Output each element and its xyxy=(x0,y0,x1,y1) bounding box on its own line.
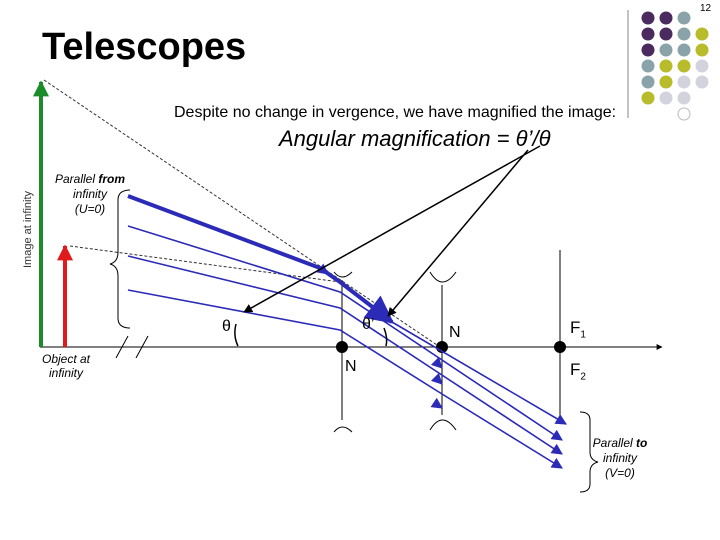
object-at-infinity-label: Object at infinity xyxy=(26,352,106,380)
pointer-theta xyxy=(243,145,541,313)
theta-label: θ xyxy=(222,318,231,335)
axis-break-mark-1 xyxy=(115,335,129,359)
ray-4 xyxy=(127,289,563,469)
angular-magnification-formula: Angular magnification = θ’/θ xyxy=(279,126,551,151)
parallel-to-bold: to xyxy=(636,436,648,450)
ray-1 xyxy=(127,194,395,324)
light-rays xyxy=(127,194,567,469)
bracket-parallel-from xyxy=(109,189,131,329)
slide-subtitle: Despite no change in vergence, we have m… xyxy=(174,104,617,121)
nodal-point-1 xyxy=(336,341,348,353)
decor-dot-grid xyxy=(641,11,709,121)
parallel-from-line2: infinity xyxy=(72,187,107,201)
image-at-infinity-label: Image at infinity xyxy=(22,190,34,268)
object-label-line2: infinity xyxy=(48,366,83,380)
ray-1-continued xyxy=(391,321,567,425)
parallel-from-infinity-label: Parallel from infinity (U=0) xyxy=(50,172,130,217)
page-number: 12 xyxy=(700,3,712,14)
f2-subscript: 2 xyxy=(580,371,586,383)
parallel-from-bold: from xyxy=(98,172,126,186)
object-label-line1: Object at xyxy=(41,352,91,366)
ray-arrow-2 xyxy=(430,356,443,369)
lens-2-top-cap xyxy=(429,271,457,283)
f1-subscript: 1 xyxy=(580,329,586,341)
ray-3 xyxy=(127,255,563,455)
parallel-from-prefix: Parallel xyxy=(54,172,99,186)
f2-letter: F xyxy=(570,360,581,379)
nodal-point-label-upper: N xyxy=(449,324,461,341)
parallel-to-line3: (V=0) xyxy=(605,466,635,480)
ray-2 xyxy=(127,225,563,441)
theta-prime-label: θ’ xyxy=(362,316,375,333)
ray-arrow-3 xyxy=(430,372,443,385)
parallel-to-line2: infinity xyxy=(602,451,637,465)
dashed-line-lower xyxy=(69,245,341,283)
slide-title: Telescopes xyxy=(42,26,247,68)
lens-2-bottom-cap xyxy=(429,419,457,431)
pointer-theta-prime xyxy=(387,149,529,317)
nodal-point-label-lower: N xyxy=(345,358,357,375)
parallel-to-infinity-label: Parallel to infinity (V=0) xyxy=(580,436,660,481)
ray-arrow-4 xyxy=(430,397,443,409)
focal-point-f1-label: F1 xyxy=(570,318,586,340)
axis-break-mark-2 xyxy=(135,335,149,359)
theta-arc xyxy=(234,323,239,347)
theta-prime-arc xyxy=(383,327,388,347)
lens-1-bottom-cap xyxy=(333,426,353,433)
lens-1-top-cap xyxy=(333,271,353,278)
focal-point xyxy=(554,341,566,353)
bracket-parallel-to xyxy=(579,411,599,493)
f1-letter: F xyxy=(570,318,581,337)
focal-point-f2-label: F2 xyxy=(570,360,586,382)
parallel-from-line3: (U=0) xyxy=(74,202,106,216)
parallel-to-prefix: Parallel xyxy=(592,436,637,450)
